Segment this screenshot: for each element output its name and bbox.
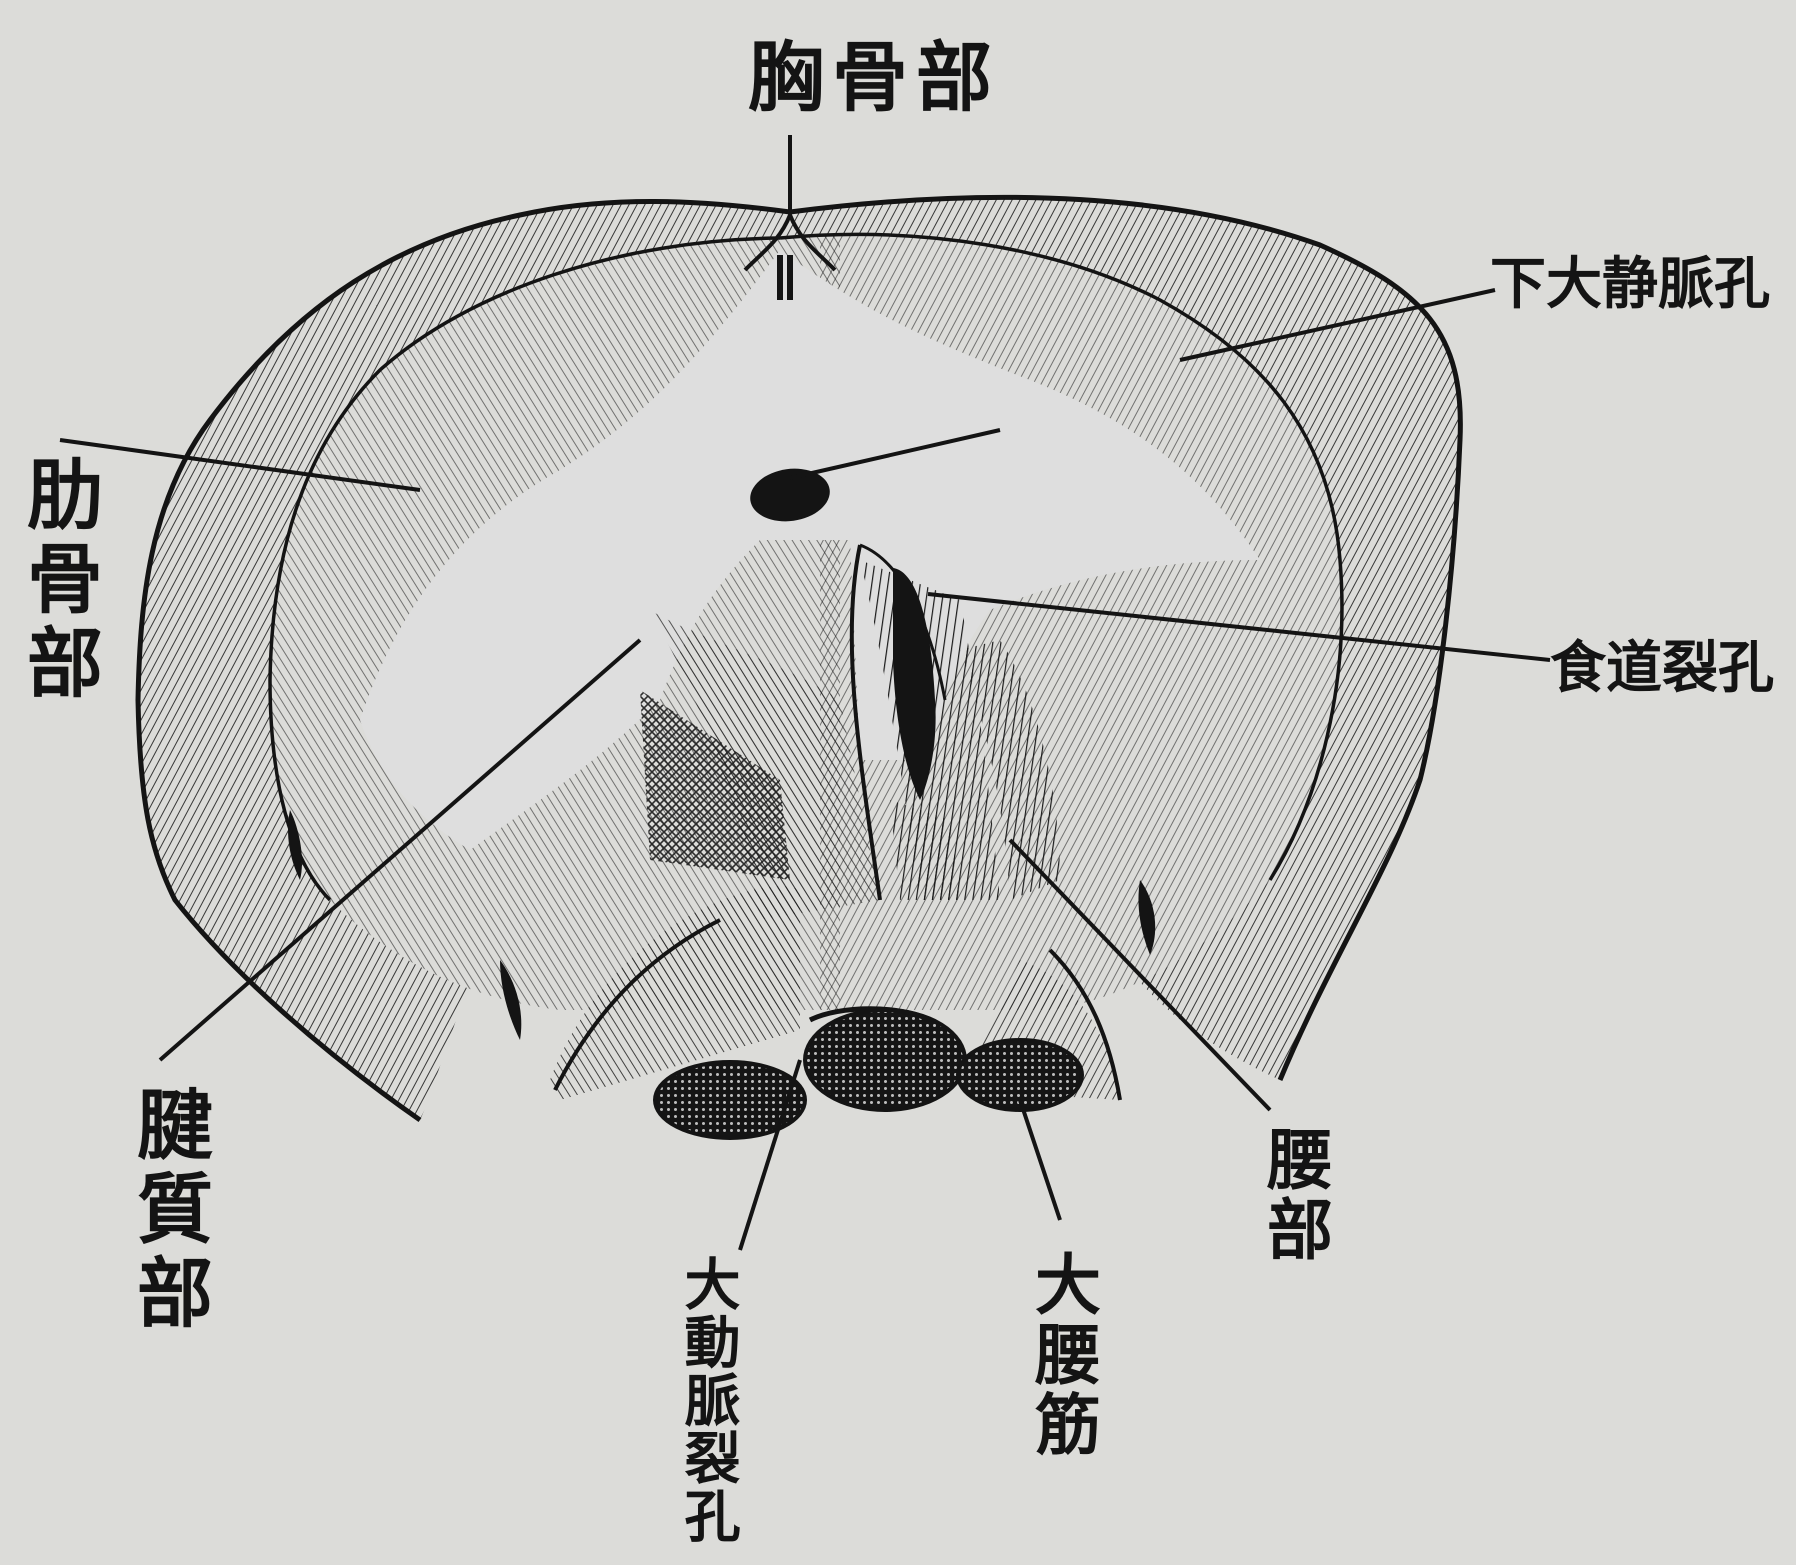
label-costal-part: 肋骨部 [20,455,96,707]
label-esophageal-hiatus: 食道裂孔 [1550,640,1774,696]
label-tendinous-part: 腱質部 [130,1085,206,1337]
label-aortic-hiatus: 大動脈裂孔 [680,1255,736,1545]
label-psoas-major: 大腰筋 [1030,1250,1096,1460]
label-sternal-part: 胸骨部 [748,40,1000,116]
label-lumbar-part: 腰部 [1262,1125,1328,1265]
label-vena-cava-foramen: 下大静脈孔 [1490,256,1770,312]
